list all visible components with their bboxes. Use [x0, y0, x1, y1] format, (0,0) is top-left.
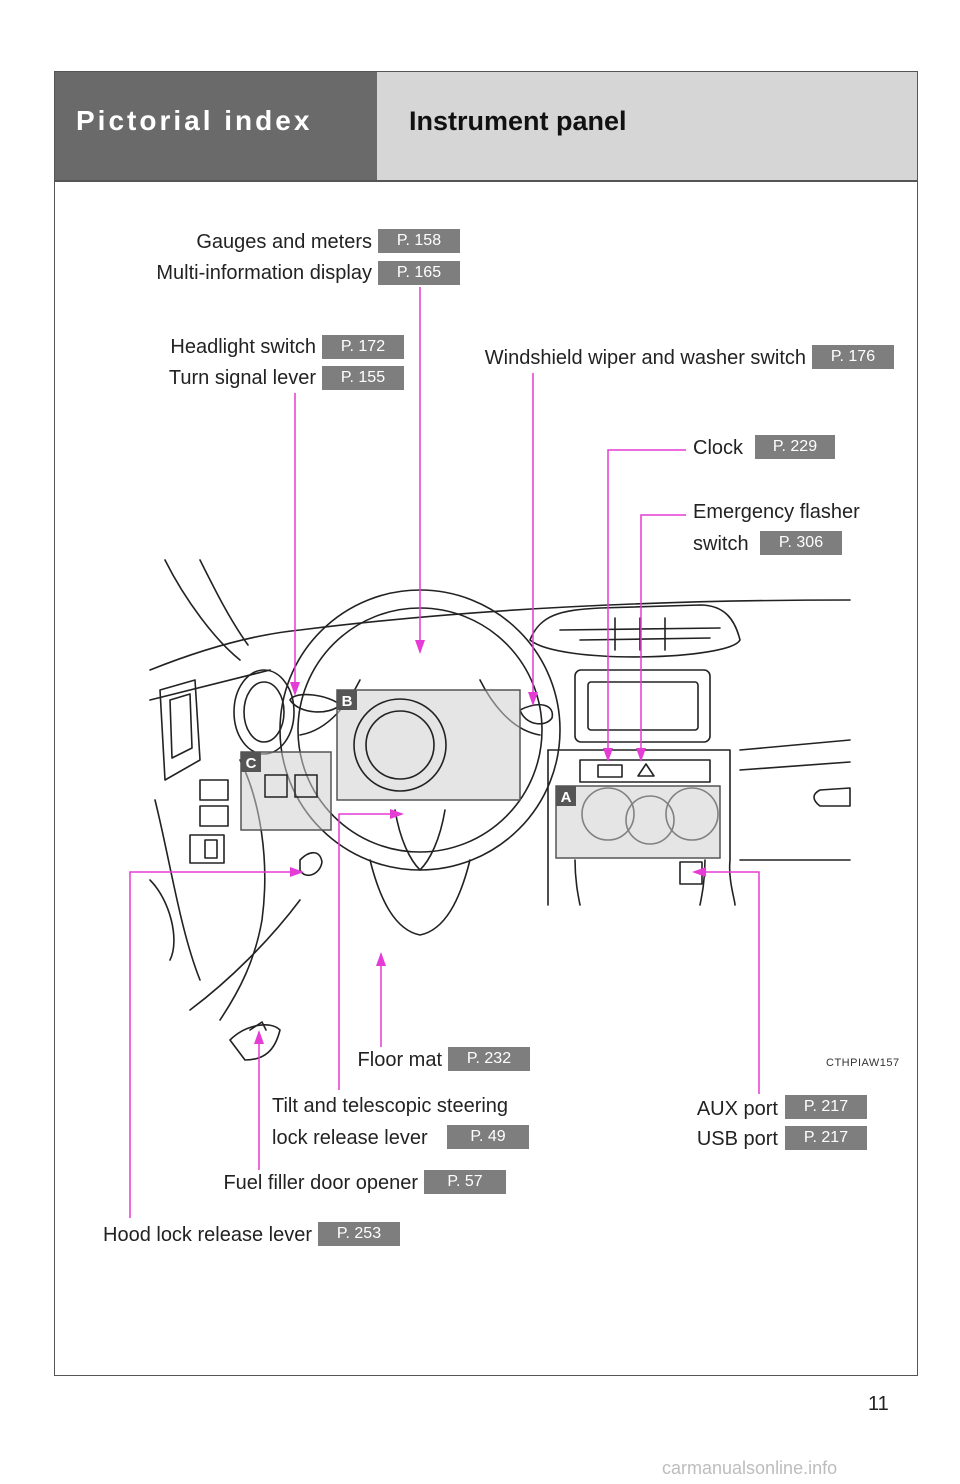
label-tilt-line2: lock release lever: [272, 1127, 428, 1149]
page-badge-gauges[interactable]: P. 158: [378, 229, 460, 253]
page-badge-floor-mat[interactable]: P. 232: [448, 1047, 530, 1071]
label-emergency-line1: Emergency flasher: [693, 501, 860, 523]
label-hood: Hood lock release lever: [103, 1224, 312, 1246]
label-turn-signal: Turn signal lever: [168, 367, 316, 389]
label-gauges: Gauges and meters: [196, 231, 372, 253]
marker-a: A: [561, 789, 572, 806]
footer-watermark: carmanualsonline.info: [662, 1458, 838, 1478]
page-badge-multi-info[interactable]: P. 165: [378, 261, 460, 285]
label-aux: AUX port: [696, 1098, 778, 1120]
page-frame: [54, 71, 918, 1376]
label-headlight: Headlight switch: [170, 336, 316, 358]
leader-arrowheads: [254, 640, 706, 1044]
page-badge-aux[interactable]: P. 217: [785, 1095, 867, 1119]
section-title: Pictorial index: [76, 105, 313, 136]
page-badge-usb[interactable]: P. 217: [785, 1126, 867, 1150]
marker-b: B: [342, 693, 353, 710]
label-fuel: Fuel filler door opener: [223, 1172, 418, 1194]
header-dark-block: [55, 72, 377, 181]
region-b-box: [336, 689, 521, 801]
label-usb: USB port: [696, 1128, 778, 1150]
label-multi-info: Multi-information display: [156, 262, 372, 284]
label-wiper: Windshield wiper and washer switch: [484, 347, 806, 369]
label-tilt-line1: Tilt and telescopic steering: [272, 1095, 509, 1117]
page-badge-turn-signal[interactable]: P. 155: [322, 366, 404, 390]
page-badge-headlight[interactable]: P. 172: [322, 335, 404, 359]
page-badge-hood[interactable]: P. 253: [318, 1222, 400, 1246]
page-title: Instrument panel: [409, 106, 627, 136]
page-badge-emergency[interactable]: P. 306: [760, 531, 842, 555]
illustration-code: CTHPIAW157: [826, 1057, 900, 1069]
page-badge-fuel[interactable]: P. 57: [424, 1170, 506, 1194]
page-badge-clock[interactable]: P. 229: [755, 435, 835, 459]
marker-c: C: [246, 755, 257, 772]
region-a-box: [555, 785, 721, 859]
label-emergency-line2: switch: [693, 533, 749, 555]
header-light-block: [377, 72, 917, 181]
label-floor-mat: Floor mat: [357, 1049, 442, 1071]
page-badge-wiper[interactable]: P. 176: [812, 345, 894, 369]
header-divider: [55, 180, 917, 182]
label-clock: Clock: [693, 437, 744, 459]
page-number: 11: [868, 1393, 889, 1415]
leader-lines: [129, 287, 760, 1218]
page-badge-tilt[interactable]: P. 49: [447, 1125, 529, 1149]
